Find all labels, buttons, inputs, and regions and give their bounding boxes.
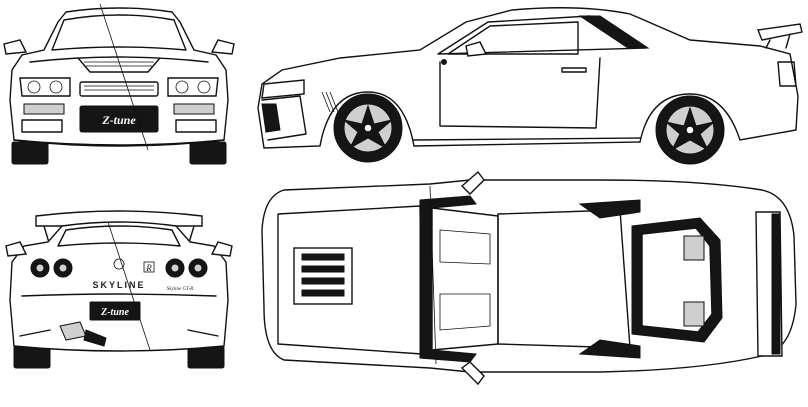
top-right-mirror xyxy=(460,361,485,386)
rear-left-taillight-outer-lens xyxy=(35,263,45,273)
side-mirror-mount xyxy=(441,59,447,65)
front-left-duct xyxy=(21,119,63,133)
side-rear-wing xyxy=(757,23,803,41)
rear-right-mirror xyxy=(210,241,233,257)
top-rear-wing-flap xyxy=(771,213,781,355)
top-view xyxy=(261,170,797,386)
front-view: Z-tune xyxy=(3,3,235,165)
top-rear-speaker-left xyxy=(683,235,705,261)
side-taillight xyxy=(777,61,797,87)
side-mirror xyxy=(465,41,488,57)
front-left-headlight-lamp xyxy=(27,80,41,94)
rear-bumper-vents xyxy=(19,329,219,337)
front-hood-vent xyxy=(77,57,161,73)
front-right-duct xyxy=(175,119,217,133)
front-grille xyxy=(79,81,159,97)
top-left-c-pillar xyxy=(578,199,641,219)
front-license-plate xyxy=(79,105,159,133)
front-windshield xyxy=(51,14,187,51)
side-headlight xyxy=(261,79,305,99)
side-front-intake xyxy=(261,103,281,133)
rear-view: R SKYLINE Skyline GT-R Z-tune xyxy=(5,210,233,369)
rear-right-tire xyxy=(187,345,225,369)
rear-left-taillight-inner-lens xyxy=(58,263,68,273)
top-center-line xyxy=(429,185,437,365)
rear-left-mirror xyxy=(5,241,28,257)
top-hood-vent-slat-1 xyxy=(301,253,345,261)
top-rear-speaker-right xyxy=(683,301,705,327)
side-front-bumper xyxy=(261,95,307,141)
rear-skyline-badge: SKYLINE xyxy=(92,280,145,290)
rear-plate-text: Z-tune xyxy=(100,307,129,318)
front-antenna xyxy=(99,3,149,151)
front-left-tire xyxy=(11,141,49,165)
rear-r-badge: R xyxy=(145,263,152,273)
side-view xyxy=(257,7,803,165)
rear-license-plate xyxy=(89,301,141,321)
front-left-headlight-lamp-2 xyxy=(49,80,63,94)
front-right-headlight-lamp-2 xyxy=(197,80,211,94)
top-left-seat xyxy=(439,229,491,265)
rear-trunk-emblem xyxy=(113,258,125,270)
front-left-headlight xyxy=(19,77,71,97)
side-wing-stays xyxy=(765,33,791,49)
front-left-mirror xyxy=(3,39,28,55)
front-grille-bars xyxy=(84,85,154,91)
front-right-intake xyxy=(173,103,215,115)
side-door xyxy=(439,57,601,129)
top-right-c-pillar xyxy=(578,339,641,359)
top-hood-vent-slat-4 xyxy=(301,289,345,297)
rear-r-badge-frame xyxy=(143,261,155,273)
side-door-handle xyxy=(561,67,587,73)
rear-wing xyxy=(35,210,203,227)
rear-diffuser xyxy=(83,329,107,347)
rear-model-script: Skyline GT-R xyxy=(167,287,193,292)
front-right-mirror xyxy=(210,39,235,55)
rear-body xyxy=(9,221,229,352)
top-left-mirror xyxy=(460,170,485,195)
front-lip xyxy=(13,139,225,146)
side-c-pillar xyxy=(578,15,650,49)
rear-right-taillight-inner-lens xyxy=(170,263,180,273)
front-right-headlight xyxy=(167,77,219,97)
rear-right-taillight-outer-lens xyxy=(193,263,203,273)
top-right-seat xyxy=(439,293,491,331)
rear-bumper-line xyxy=(21,293,217,297)
top-hood-vent-slat-2 xyxy=(301,265,345,273)
rear-window xyxy=(57,225,181,247)
front-right-tire xyxy=(189,141,227,165)
side-skirt xyxy=(413,137,641,141)
front-left-intake xyxy=(23,103,65,115)
front-hood-edge xyxy=(29,56,209,63)
side-front-hub xyxy=(363,123,373,133)
side-window-glass xyxy=(447,21,579,55)
front-right-headlight-lamp xyxy=(175,80,189,94)
top-hood-vent-slat-3 xyxy=(301,277,345,285)
rear-left-tire xyxy=(13,345,51,369)
side-rear-hub xyxy=(685,125,695,135)
side-fender-vent xyxy=(321,91,339,113)
front-plate-text: Z-tune xyxy=(101,113,136,127)
side-body xyxy=(257,7,799,149)
rear-antenna xyxy=(107,221,151,351)
